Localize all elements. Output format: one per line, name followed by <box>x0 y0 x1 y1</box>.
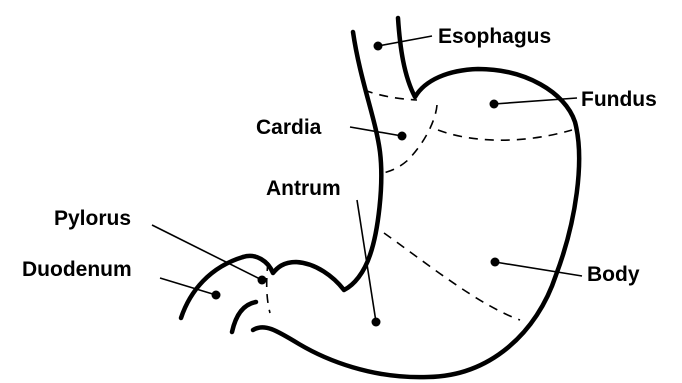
duodenum-inner-outline <box>232 302 256 332</box>
esophagus-leader-line <box>378 36 432 46</box>
body-antrum-boundary <box>384 233 520 320</box>
duodenum-marker <box>212 291 221 300</box>
fundus-marker <box>490 100 499 109</box>
body-callout: Body <box>491 258 640 287</box>
fundus-label: Fundus <box>581 88 657 111</box>
pylorus-marker <box>258 276 267 285</box>
lesser-curvature-outline <box>243 32 381 290</box>
esophagus-marker <box>374 42 383 51</box>
pylorus-leader-line <box>152 225 262 280</box>
antrum-label: Antrum <box>266 177 341 200</box>
antrum-leader-line <box>357 200 376 322</box>
cardia-fundus-boundary <box>383 105 437 173</box>
fundus-body-boundary <box>438 130 572 140</box>
body-marker <box>491 258 500 267</box>
duodenum-leader-line <box>160 278 216 295</box>
antrum-callout: Antrum <box>266 177 381 327</box>
body-leader-line <box>495 262 582 276</box>
pylorus-label: Pylorus <box>54 207 131 230</box>
esophagus-cardia-boundary <box>364 90 417 100</box>
body-label: Body <box>587 263 640 286</box>
cardia-label: Cardia <box>256 116 322 139</box>
duodenum-label: Duodenum <box>22 258 132 281</box>
esophagus-label: Esophagus <box>438 25 551 48</box>
antrum-marker <box>372 318 381 327</box>
cardia-callout: Cardia <box>256 116 407 141</box>
fundus-callout: Fundus <box>490 88 657 111</box>
cardia-marker <box>398 132 407 141</box>
